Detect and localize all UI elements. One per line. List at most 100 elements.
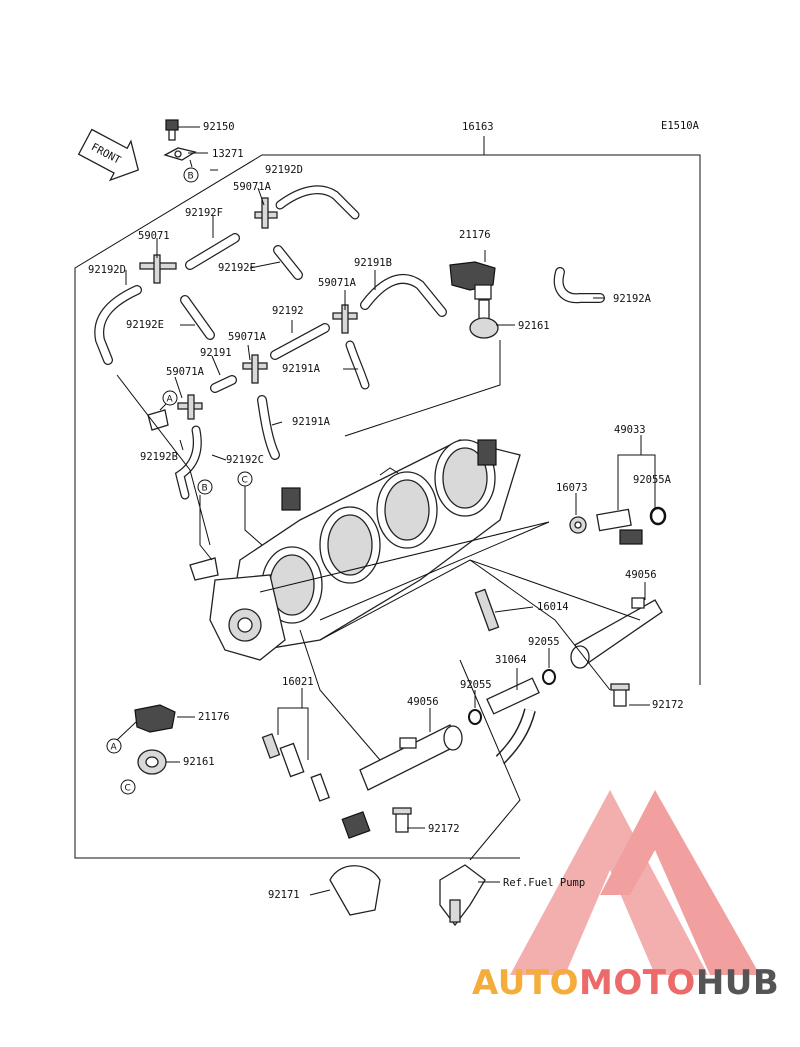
label-16014: 16014: [537, 601, 569, 613]
leader-lines: [116, 169, 656, 896]
hose-92191A-1: [345, 340, 370, 390]
label-92192: 92192: [272, 305, 304, 317]
label-92192B: 92192B: [140, 451, 178, 463]
tee-59071: [139, 254, 177, 284]
label-31064: 31064: [495, 654, 527, 666]
fitting-92192B: [147, 409, 169, 431]
label-92161-bottom: 92161: [183, 756, 215, 768]
hose-92192D-top: [275, 185, 360, 220]
watermark-logo-icon: [510, 790, 760, 975]
hose-92192C: [174, 425, 202, 500]
diagram-code: E1510A: [661, 120, 700, 132]
fuel-pipe-31064: [486, 677, 540, 765]
label-92192A: 92192A: [613, 293, 652, 305]
label-59071A-top: 59071A: [233, 181, 272, 193]
label-ref-fuel-pump: Ref.Fuel Pump: [503, 877, 585, 889]
label-92172-right: 92172: [652, 699, 684, 711]
fuel-pump-connector: [439, 864, 486, 927]
callout-a1: A: [162, 390, 178, 406]
front-arrow-icon: FRONT: [77, 128, 140, 182]
label-92191: 92191: [200, 347, 232, 359]
label-92191B: 92191B: [354, 257, 392, 269]
throttle-body-assembly: [189, 439, 521, 661]
label-59071A-4: 59071A: [166, 366, 205, 378]
joint-92161-top: [469, 299, 515, 339]
label-92192D-left: 92192D: [88, 264, 126, 276]
label-59071: 59071: [138, 230, 170, 242]
part-labels: E1510A 16163 92150 13271 92192D 59071A 9…: [88, 120, 700, 901]
sensor-21176-top: [449, 250, 496, 300]
label-16073: 16073: [556, 482, 588, 494]
hose-92192E-left: [180, 295, 215, 340]
label-21176-bottom: 21176: [198, 711, 230, 723]
o-ring-92055-2: [468, 709, 482, 725]
label-92192D-top: 92192D: [265, 164, 303, 176]
label-59071A-3: 59071A: [228, 331, 267, 343]
fuel-rail-49056-left: [359, 724, 463, 791]
watermark-part-moto: MOTO: [578, 963, 696, 1003]
label-49033: 49033: [614, 424, 646, 436]
screw-92172-right: [610, 683, 630, 707]
o-ring-92055-1: [542, 669, 556, 685]
label-21176-top: 21176: [459, 229, 491, 241]
label-92192E-left: 92192E: [126, 319, 164, 331]
assembly-frame: [74, 136, 701, 859]
hose-92191A-2: [257, 395, 280, 460]
injector-16021: [261, 733, 371, 839]
callout-a2: A: [106, 738, 122, 754]
svg-text:C: C: [242, 476, 248, 486]
screw-92172-bottom: [392, 807, 412, 833]
label-16163: 16163: [462, 121, 494, 133]
watermark-part-hub: HUB: [695, 963, 780, 1003]
hose-92192: [270, 323, 330, 360]
label-92161-top: 92161: [518, 320, 550, 332]
fuel-rail-49056-right: [570, 597, 663, 669]
svg-text:A: A: [111, 743, 118, 753]
sensor-21176-bottom: [134, 704, 176, 733]
callout-b1: B: [183, 167, 199, 183]
label-92150: 92150: [203, 121, 235, 133]
label-16021: 16021: [282, 676, 314, 688]
hose-92192D-left: [94, 285, 142, 365]
tee-59071A-4: [177, 394, 203, 420]
bolt-92150: [165, 119, 200, 141]
label-59071A-2: 59071A: [318, 277, 357, 289]
hose-92191B: [360, 274, 447, 317]
label-92192F: 92192F: [185, 207, 223, 219]
label-92171: 92171: [268, 889, 300, 901]
label-49056-right: 49056: [625, 569, 657, 581]
svg-text:C: C: [125, 784, 131, 794]
hose-92191: [210, 375, 237, 393]
label-92191A-1: 92191A: [282, 363, 321, 375]
tee-59071A-top: [254, 197, 278, 229]
label-92192E-mid: 92192E: [218, 262, 256, 274]
label-92172-bottom: 92172: [428, 823, 460, 835]
label-92055-2: 92055: [460, 679, 492, 691]
joint-92161-bottom: [137, 749, 167, 775]
svg-text:A: A: [167, 395, 174, 405]
label-92055A: 92055A: [633, 474, 672, 486]
label-92055-1: 92055: [528, 636, 560, 648]
washer-16073: [569, 516, 587, 534]
svg-text:B: B: [202, 484, 208, 494]
plug-16014: [474, 588, 500, 632]
watermark-text: AUTOMOTOHUB: [472, 963, 792, 1003]
hose-92192A: [553, 267, 605, 304]
callout-c1: C: [237, 471, 253, 487]
sensor-49033: [596, 508, 643, 545]
o-ring-92055A: [649, 506, 667, 526]
svg-text:B: B: [188, 172, 194, 182]
clamp-13271: [163, 147, 208, 168]
label-49056-left: 49056: [407, 696, 439, 708]
label-13271: 13271: [212, 148, 244, 160]
label-92191A-2: 92191A: [292, 416, 331, 428]
callout-c2: C: [120, 779, 136, 795]
hose-92192E-mid: [273, 245, 303, 280]
watermark-part-auto: AUTO: [472, 963, 579, 1003]
callout-b2: B: [197, 479, 213, 495]
hose-92192F: [185, 233, 240, 270]
tee-59071A-3: [242, 354, 268, 384]
holder-92171: [329, 865, 381, 916]
label-92192C: 92192C: [226, 454, 264, 466]
